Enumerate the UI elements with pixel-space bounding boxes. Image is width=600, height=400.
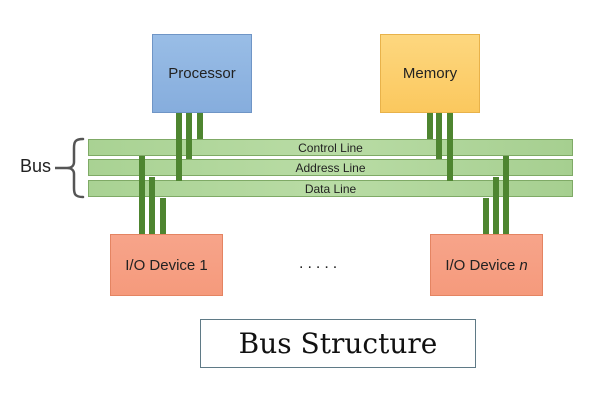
memory-label: Memory <box>402 65 458 82</box>
io-device-n-label: I/O Device <box>445 256 516 274</box>
address-line-label: Address Line <box>295 160 366 175</box>
io-device-1-block: I/O Device 1 <box>110 234 223 296</box>
io1-control-connector <box>139 156 145 234</box>
control-line: Control Line <box>88 139 573 156</box>
io1-data-connector <box>160 198 166 234</box>
brace-icon <box>55 137 85 199</box>
ellipsis: ..... <box>299 255 342 272</box>
bus-label: Bus <box>20 156 52 176</box>
processor-address-connector <box>186 113 192 159</box>
ion-data-connector <box>483 198 489 234</box>
memory-block: Memory <box>380 34 480 113</box>
control-line-label: Control Line <box>298 140 363 155</box>
memory-control-connector <box>427 113 433 139</box>
ion-control-connector <box>503 156 509 234</box>
io-device-n-index: n <box>519 256 528 274</box>
address-line: Address Line <box>88 159 573 176</box>
io1-address-connector <box>149 177 155 234</box>
ion-address-connector <box>493 177 499 234</box>
memory-address-connector <box>436 113 442 159</box>
memory-data-connector <box>447 113 453 181</box>
processor-block: Processor <box>152 34 252 113</box>
processor-label: Processor <box>168 65 236 82</box>
data-line-label: Data Line <box>304 181 357 196</box>
diagram-title-text: Bus Structure <box>238 327 438 360</box>
data-line: Data Line <box>88 180 573 197</box>
io-device-1-label: I/O Device 1 <box>125 256 208 274</box>
diagram-title: Bus Structure <box>200 319 476 368</box>
processor-data-connector <box>176 113 182 181</box>
processor-control-connector <box>197 113 203 139</box>
